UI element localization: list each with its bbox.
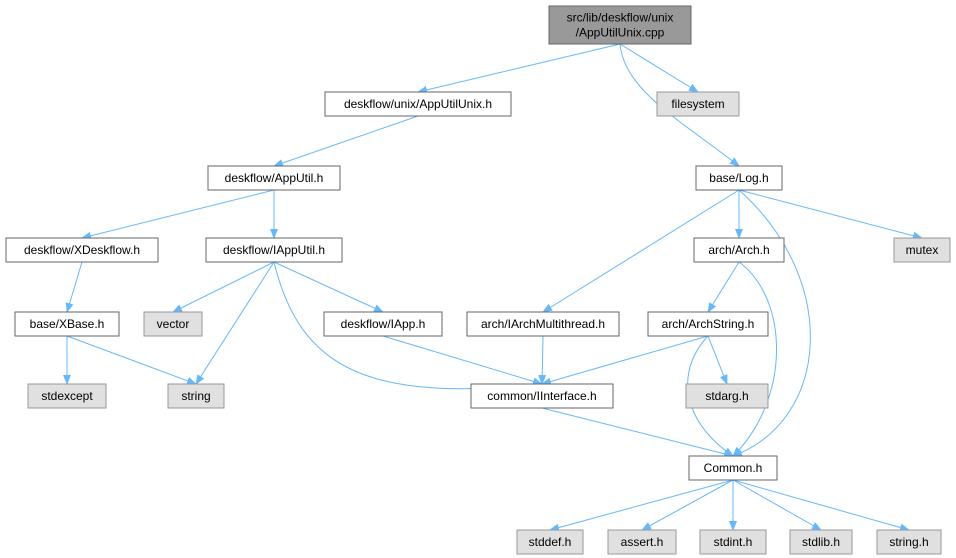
node-stddef_h: stddef.h <box>516 529 584 555</box>
node-label-string_h-line-0: string.h <box>889 535 928 549</box>
node-common_h[interactable]: Common.h <box>688 455 778 481</box>
node-label-iapp_h-line-0: deskflow/IApp.h <box>341 317 426 331</box>
edge-arch_h-to-common_h <box>732 261 777 457</box>
node-box-stdlib_h <box>789 529 853 555</box>
edge-iarchmt_h-to-iinterface_h <box>538 335 547 385</box>
node-label-root-line-1: /AppUtilUnix.cpp <box>576 26 665 40</box>
node-label-arch_h-line-0: arch/Arch.h <box>708 243 769 257</box>
node-label-filesystem-line-0: filesystem <box>671 97 724 111</box>
node-xdeskflow_h[interactable]: deskflow/XDeskflow.h <box>5 237 159 263</box>
edge-xbase_h-to-string <box>66 335 197 385</box>
node-box-stdarg_h <box>685 383 769 409</box>
edge-common_h-to-string_h <box>732 479 910 532</box>
node-box-log_h <box>695 165 783 191</box>
node-assert_h: assert.h <box>607 529 677 555</box>
node-label-apputilunix_h-line-0: deskflow/unix/AppUtilUnix.h <box>344 97 492 111</box>
edge-apputilunix_h-to-apputil_h <box>273 115 419 167</box>
edge-log_h-to-iarchmt_h <box>542 189 740 313</box>
node-label-stddef_h-line-0: stddef.h <box>529 535 572 549</box>
node-label-stdint_h-line-0: stdint.h <box>714 535 753 549</box>
node-box-string_h <box>876 529 942 555</box>
node-label-stdarg_h-line-0: stdarg.h <box>705 389 748 403</box>
node-label-vector-line-0: vector <box>157 317 190 331</box>
node-box-vector <box>143 311 203 337</box>
node-box-iinterface_h <box>470 383 614 409</box>
node-stdlib_h: stdlib.h <box>789 529 853 555</box>
node-label-string-line-0: string <box>181 389 210 403</box>
node-label-stdlib_h-line-0: stdlib.h <box>802 535 840 549</box>
node-label-xbase_h-line-0: base/XBase.h <box>30 317 105 331</box>
node-stdint_h: stdint.h <box>699 529 767 555</box>
node-box-mutex <box>893 237 951 263</box>
node-box-stdint_h <box>699 529 767 555</box>
node-box-filesystem <box>656 91 740 117</box>
edge-log_h-to-mutex <box>738 189 923 240</box>
edge-apputil_h-to-xdeskflow_h <box>81 189 275 240</box>
node-xbase_h[interactable]: base/XBase.h <box>14 311 120 337</box>
node-iinterface_h[interactable]: common/IInterface.h <box>470 383 614 409</box>
node-string_h: string.h <box>876 529 942 555</box>
edges-layer <box>63 43 923 532</box>
node-stdexcept: stdexcept <box>27 383 107 409</box>
node-box-archstring_h <box>647 311 769 337</box>
node-stdarg_h: stdarg.h <box>685 383 769 409</box>
edge-root-to-apputilunix_h <box>417 43 621 94</box>
nodes-layer: src/lib/deskflow/unix/AppUtilUnix.cpp des… <box>5 5 951 555</box>
edge-archstring_h-to-iinterface_h <box>541 335 709 386</box>
node-box-arch_h <box>693 237 785 263</box>
node-mutex: mutex <box>893 237 951 263</box>
node-label-iarchmt_h-line-0: arch/IArchMultithread.h <box>481 317 605 331</box>
node-label-archstring_h-line-0: arch/ArchString.h <box>662 317 755 331</box>
node-iarchmt_h[interactable]: arch/IArchMultithread.h <box>466 311 620 337</box>
edge-iapputil_h-to-vector <box>172 261 275 313</box>
edge-iinterface_h-to-common_h <box>541 407 734 458</box>
node-label-apputil_h-line-0: deskflow/AppUtil.h <box>225 171 324 185</box>
node-box-root <box>548 5 692 45</box>
node-box-iapp_h <box>323 311 443 337</box>
edge-xdeskflow_h-to-xbase_h <box>65 261 83 313</box>
node-box-apputil_h <box>207 165 341 191</box>
node-label-xdeskflow_h-line-0: deskflow/XDeskflow.h <box>24 243 140 257</box>
edge-iapp_h-to-iinterface_h <box>382 335 543 386</box>
node-label-assert_h-line-0: assert.h <box>621 535 664 549</box>
edge-log_h-to-common_h <box>732 189 811 457</box>
node-label-iinterface_h-line-0: common/IInterface.h <box>487 389 596 403</box>
edge-common_h-to-assert_h <box>641 479 734 531</box>
node-filesystem: filesystem <box>656 91 740 117</box>
node-box-common_h <box>688 455 778 481</box>
edge-arch_h-to-archstring_h <box>707 261 740 313</box>
node-apputil_h[interactable]: deskflow/AppUtil.h <box>207 165 341 191</box>
node-box-stddef_h <box>516 529 584 555</box>
node-box-iapputil_h <box>205 237 343 263</box>
edge-archstring_h-to-stdarg_h <box>707 335 728 385</box>
node-archstring_h[interactable]: arch/ArchString.h <box>647 311 769 337</box>
node-box-stdexcept <box>27 383 107 409</box>
node-label-iapputil_h-line-0: deskflow/IAppUtil.h <box>223 243 325 257</box>
node-iapputil_h[interactable]: deskflow/IAppUtil.h <box>205 237 343 263</box>
node-label-mutex-line-0: mutex <box>906 243 939 257</box>
node-label-common_h-line-0: Common.h <box>704 461 763 475</box>
edge-root-to-filesystem <box>619 43 699 93</box>
node-root[interactable]: src/lib/deskflow/unix/AppUtilUnix.cpp <box>548 5 692 45</box>
node-label-stdexcept-line-0: stdexcept <box>41 389 93 403</box>
node-log_h[interactable]: base/Log.h <box>695 165 783 191</box>
node-box-xdeskflow_h <box>5 237 159 263</box>
node-label-root-line-0: src/lib/deskflow/unix <box>567 11 674 25</box>
node-string: string <box>167 383 225 409</box>
node-vector: vector <box>143 311 203 337</box>
node-box-iarchmt_h <box>466 311 620 337</box>
edge-iapputil_h-to-string <box>195 261 275 385</box>
node-box-string <box>167 383 225 409</box>
node-arch_h[interactable]: arch/Arch.h <box>693 237 785 263</box>
edge-common_h-to-stdlib_h <box>732 479 822 531</box>
edge-common_h-to-stddef_h <box>549 479 734 532</box>
node-apputilunix_h[interactable]: deskflow/unix/AppUtilUnix.h <box>324 91 512 117</box>
node-box-apputilunix_h <box>324 91 512 117</box>
node-label-log_h-line-0: base/Log.h <box>709 171 768 185</box>
node-iapp_h[interactable]: deskflow/IApp.h <box>323 311 443 337</box>
node-box-xbase_h <box>14 311 120 337</box>
node-box-assert_h <box>607 529 677 555</box>
edge-iapputil_h-to-iapp_h <box>273 261 384 313</box>
